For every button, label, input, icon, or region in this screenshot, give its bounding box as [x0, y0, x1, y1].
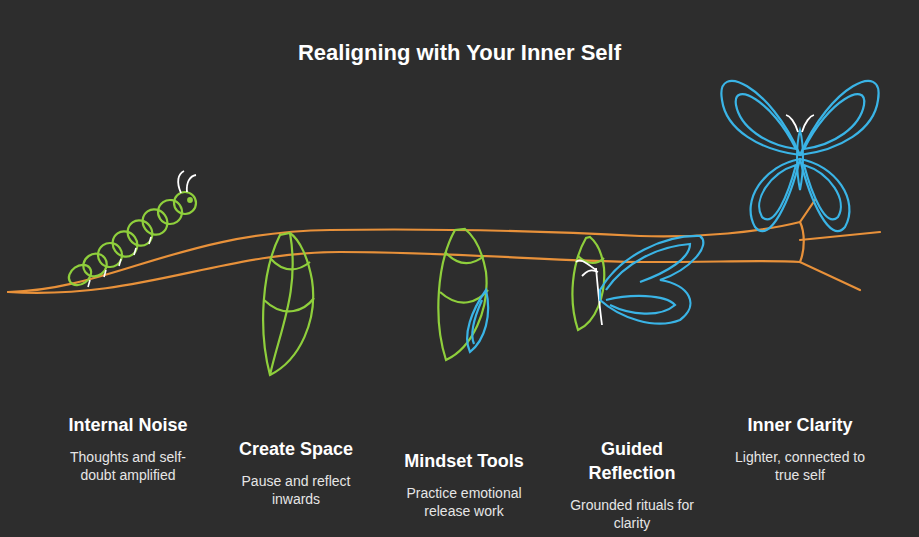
branch [8, 200, 880, 293]
caterpillar [65, 171, 196, 289]
butterfly-emerging [572, 236, 703, 330]
stage-heading: Mindset Tools [374, 449, 554, 473]
stage-heading: Create Space [206, 437, 386, 461]
stage-description: Lighter, connected to true self [725, 448, 875, 484]
butterfly [721, 81, 878, 231]
stage-description: Thoughts and self-doubt amplified [53, 448, 203, 484]
stage-description: Pause and reflect inwards [221, 472, 371, 508]
stage-heading: Guided Reflection [572, 437, 692, 485]
stage-heading: Internal Noise [38, 413, 218, 437]
stage-description: Grounded rituals for clarity [557, 496, 707, 532]
cocoon [263, 233, 314, 375]
stage-heading: Inner Clarity [710, 413, 890, 437]
diagram-title: Realigning with Your Inner Self [0, 40, 919, 66]
stage-description: Practice emotional release work [389, 484, 539, 520]
cocoon-opening [438, 229, 488, 360]
